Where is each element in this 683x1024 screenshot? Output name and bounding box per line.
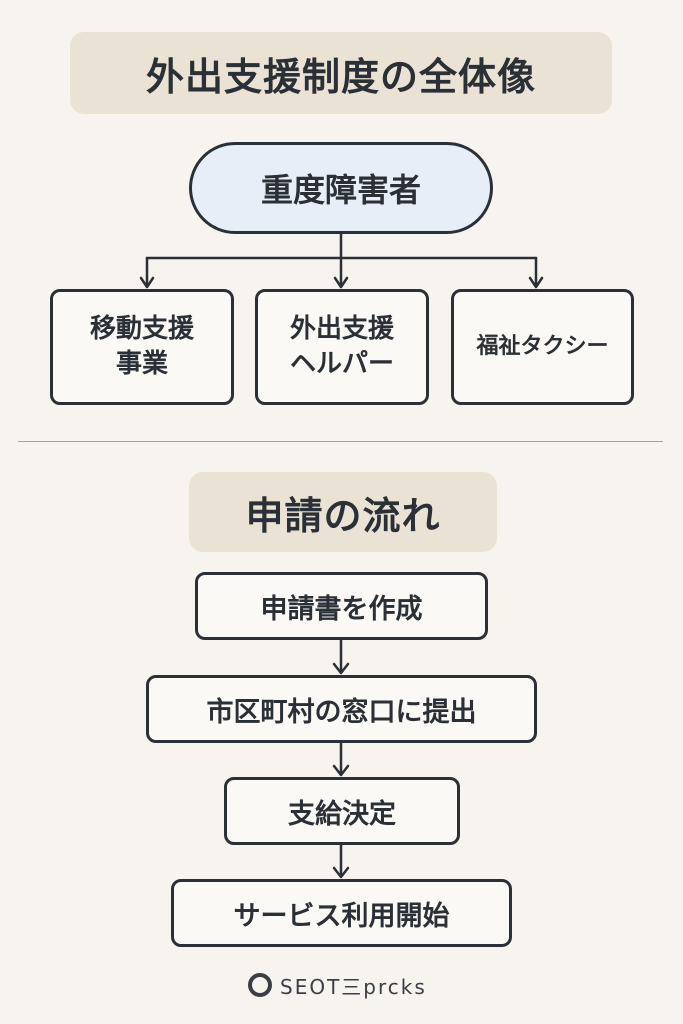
overview-title: 外出支援制度の全体像 [70, 32, 612, 114]
root-node-severe-disability: 重度障害者 [189, 142, 493, 234]
logo-text: SEOT三prcks [280, 974, 427, 999]
child-node-welfare-taxi: 福祉タクシー [451, 289, 634, 405]
arrowhead-left [139, 276, 155, 289]
flow-title: 申請の流れ [189, 472, 497, 552]
child-node-mobility-support: 移動支援 事業 [50, 289, 234, 405]
section-divider [18, 441, 663, 442]
arrowhead-middle [333, 276, 349, 289]
flow-step-4: サービス利用開始 [171, 879, 512, 947]
footer-logo: SEOT三prcks [248, 970, 427, 1000]
arrowhead-right [528, 276, 544, 289]
logo-ring-icon [248, 973, 272, 997]
child-node-outing-helper: 外出支援 ヘルパー [255, 289, 429, 405]
flow-step-2: 市区町村の窓口に提出 [146, 675, 537, 743]
flow-step-3: 支給決定 [224, 777, 460, 845]
flow-step-1: 申請書を作成 [195, 572, 488, 640]
